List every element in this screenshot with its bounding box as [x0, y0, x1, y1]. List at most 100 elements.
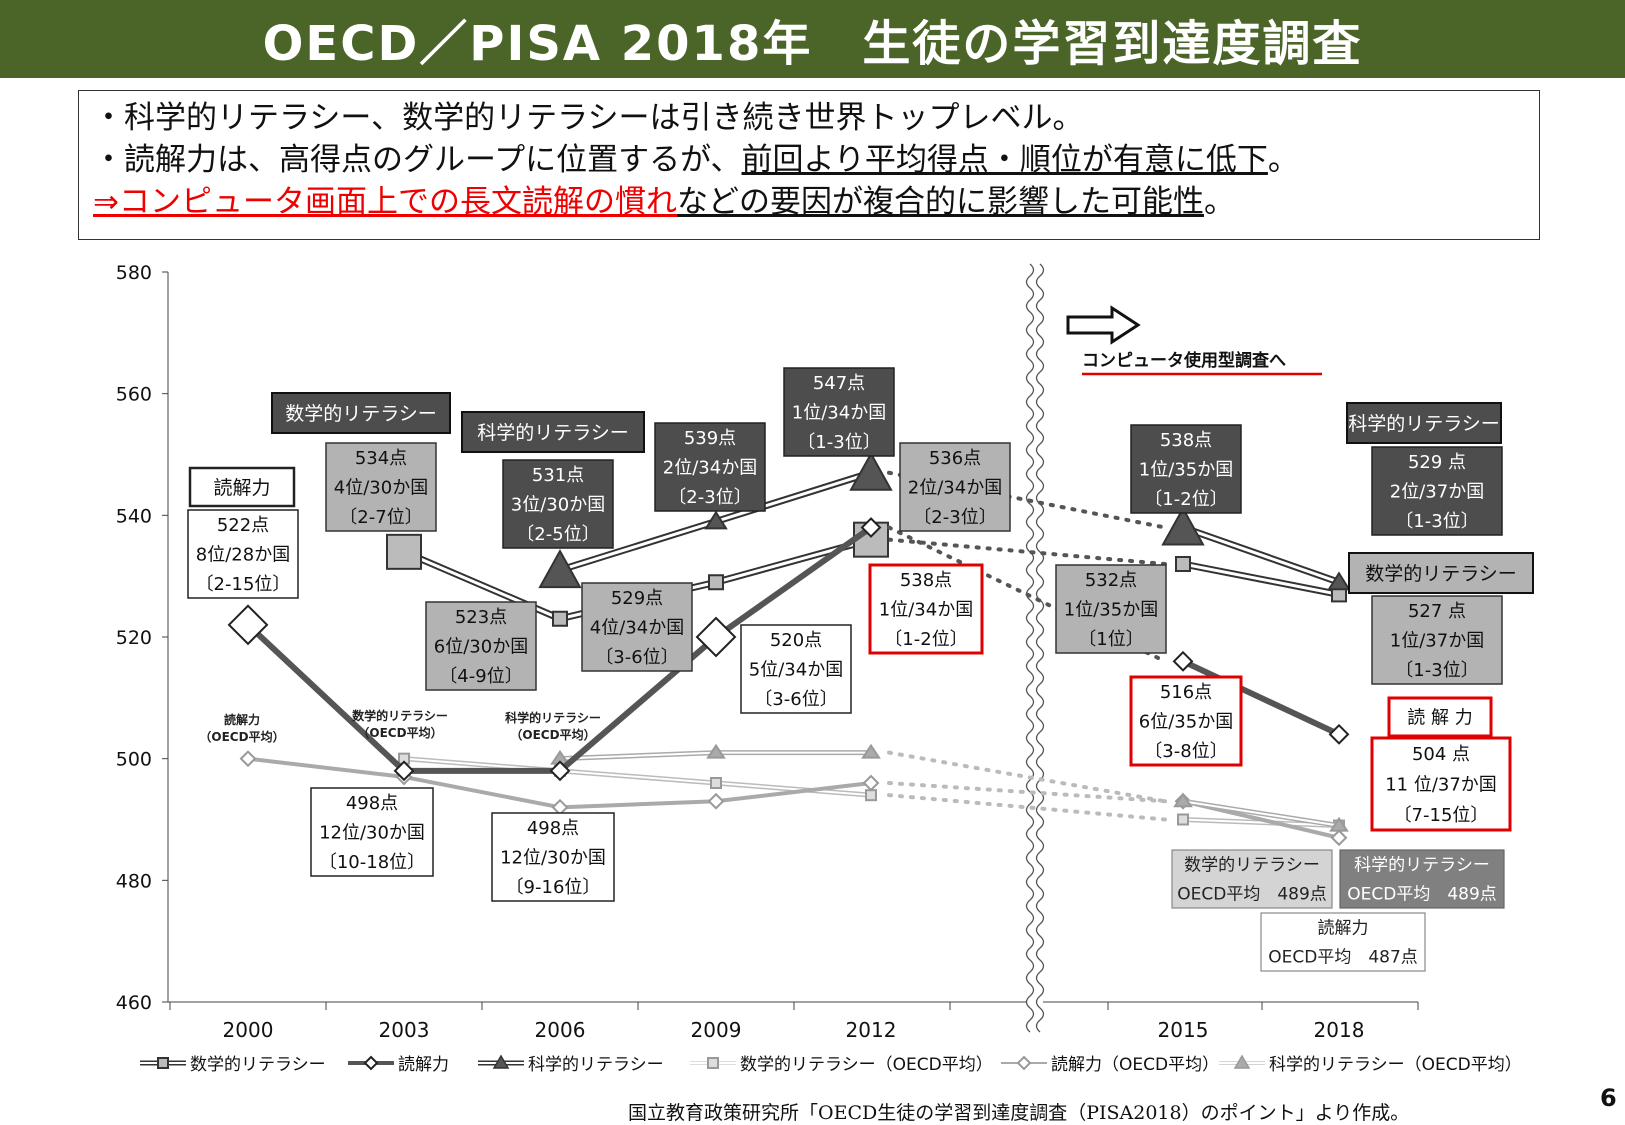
series-5-line-inner: [1182, 800, 1340, 827]
legend-marker: [1016, 1055, 1032, 1071]
label-box-text: 〔2-5位〕: [516, 524, 599, 545]
label-box-text: 498点: [346, 793, 398, 814]
series-4-marker: [239, 750, 257, 768]
title-bar: OECD／PISA 2018年 生徒の学習到達度調査: [0, 0, 1625, 78]
label-box-text: 12位/30か国: [319, 822, 425, 843]
label-box-text: 〔1-3位〕: [1395, 660, 1478, 681]
page-title: OECD／PISA 2018年 生徒の学習到達度調査: [262, 16, 1363, 72]
label-box-frame: [740, 624, 852, 714]
series-3-marker: [865, 789, 877, 802]
label-box-frame: [1370, 736, 1512, 832]
summary-line-2-a: ・読解力は、高得点のグループに位置するが、: [93, 142, 742, 178]
source-note: 国立教育政策研究所「OECD生徒の学習到達度調査（PISA2018）のポイント」…: [628, 1102, 1410, 1124]
computer-transition-label: コンピュータ使用型調査へ: [1082, 350, 1286, 371]
summary-line-2-b: 前回より平均得点・順位が有意に低下: [741, 142, 1268, 178]
label-box-text: 〔1-3位〕: [1395, 511, 1478, 532]
summary-line-3: ⇒コンピュータ画面上での長文読解の慣れなどの要因が複合的に影響した可能性。: [93, 181, 1525, 223]
label-box-text: 527 点: [1408, 601, 1466, 622]
label-box-frame: [1055, 564, 1167, 654]
summary-box: ・科学的リテラシー、数学的リテラシーは引き続き世界トップレベル。 ・読解力は、高…: [78, 90, 1540, 240]
summary-line-2-c: 。: [1267, 142, 1299, 178]
label-box: 527 点1位/37か国〔1-3位〕: [1371, 595, 1503, 685]
axis-break-line: [1025, 263, 1035, 1033]
label-box-text: 520点: [770, 630, 822, 651]
label-box-text: 〔2-15位〕: [196, 574, 291, 595]
series-4-marker: [862, 774, 880, 792]
x-tick-label: 2018: [1314, 1018, 1365, 1042]
y-tick-label: 480: [116, 870, 152, 892]
series-2-line-inner: [1182, 526, 1340, 584]
series-0-marker: [708, 574, 724, 591]
label-box: 504 点11 位/37か国〔7-15位〕: [1370, 736, 1512, 832]
label-box-frame: [310, 787, 434, 877]
label-box-text: 数学的リテラシー: [1184, 856, 1320, 876]
series-1-marker: [549, 760, 571, 782]
label-box-text: 〔2-7位〕: [339, 507, 422, 528]
label-box-text: 3位/30か国: [511, 494, 605, 515]
series-1-marker: [695, 616, 737, 658]
label-box-text: 〔2-3位〕: [913, 507, 996, 528]
legend-marker: [492, 1054, 510, 1069]
label-box-text: 〔4-9位〕: [439, 666, 522, 687]
series-4-bridge: [887, 781, 1167, 804]
label-box-text: 読解力: [213, 477, 270, 499]
series-0-marker: [386, 533, 422, 570]
series-5-marker: [1329, 816, 1349, 832]
oecd-small-label: （OECD平均）: [357, 725, 442, 740]
legend-label: 読解力: [398, 1055, 449, 1075]
label-box-text: 531点: [532, 465, 584, 486]
legend-label: 数学的リテラシー（OECD平均）: [740, 1055, 993, 1075]
label-box-text: 11 位/37か国: [1385, 774, 1497, 795]
x-tick-label: 2009: [691, 1018, 742, 1042]
label-box-frame: [461, 411, 645, 453]
label-box-text: 2位/34か国: [908, 477, 1002, 498]
label-box-frame: [1387, 696, 1493, 738]
label-box-frame: [187, 509, 299, 599]
label-box-text: OECD平均 489点: [1177, 885, 1327, 905]
series-2-marker: [538, 549, 582, 589]
oecd-small-label: 数学的リテラシー: [352, 708, 448, 723]
oecd-small-label: 科学的リテラシー: [505, 710, 601, 725]
label-box: 読解力: [188, 466, 296, 508]
label-box-text: OECD平均 489点: [1347, 885, 1497, 905]
label-box-text: 536点: [929, 448, 981, 469]
label-box-text: OECD平均 487点: [1268, 948, 1418, 968]
summary-line-3-b: などの要因が複合的に影響した可能性: [676, 184, 1204, 220]
legend-marker: [1233, 1054, 1251, 1069]
y-tick-label: 560: [116, 384, 152, 406]
label-box-frame: [1339, 849, 1505, 909]
label-box-frame: [188, 466, 296, 508]
label-box-text: 522点: [217, 515, 269, 536]
label-box-frame: [783, 367, 895, 457]
series-3-line-inner: [1182, 818, 1340, 827]
label-box: 科学的リテラシー: [1346, 402, 1502, 444]
label-box-frame: [1129, 675, 1243, 767]
legend-label: 読解力（OECD平均）: [1051, 1055, 1219, 1075]
legend-marker: [363, 1055, 379, 1071]
label-box-frame: [425, 601, 537, 691]
label-box-text: 数学的リテラシー: [1365, 563, 1517, 585]
y-tick-label: 580: [116, 262, 152, 284]
label-box-frame: [271, 392, 451, 434]
label-box-text: 498点: [527, 818, 579, 839]
label-box-text: 〔1-3位〕: [797, 432, 880, 453]
y-tick-label: 460: [116, 992, 152, 1014]
label-box-frame: [581, 582, 693, 672]
label-box-text: 〔7-15位〕: [1394, 805, 1489, 826]
label-box-frame: [502, 459, 614, 549]
label-box-frame: [1348, 552, 1534, 594]
label-box-text: 8位/28か国: [196, 544, 290, 565]
summary-line-2: ・読解力は、高得点のグループに位置するが、前回より平均得点・順位が有意に低下。: [93, 139, 1525, 181]
y-tick-label: 520: [116, 627, 152, 649]
series-5-marker: [861, 743, 881, 759]
label-box-text: 科学的リテラシー: [1354, 856, 1490, 876]
series-4-marker: [707, 792, 725, 810]
label-box: 536点 2位/34か国〔2-3位〕: [899, 442, 1011, 532]
